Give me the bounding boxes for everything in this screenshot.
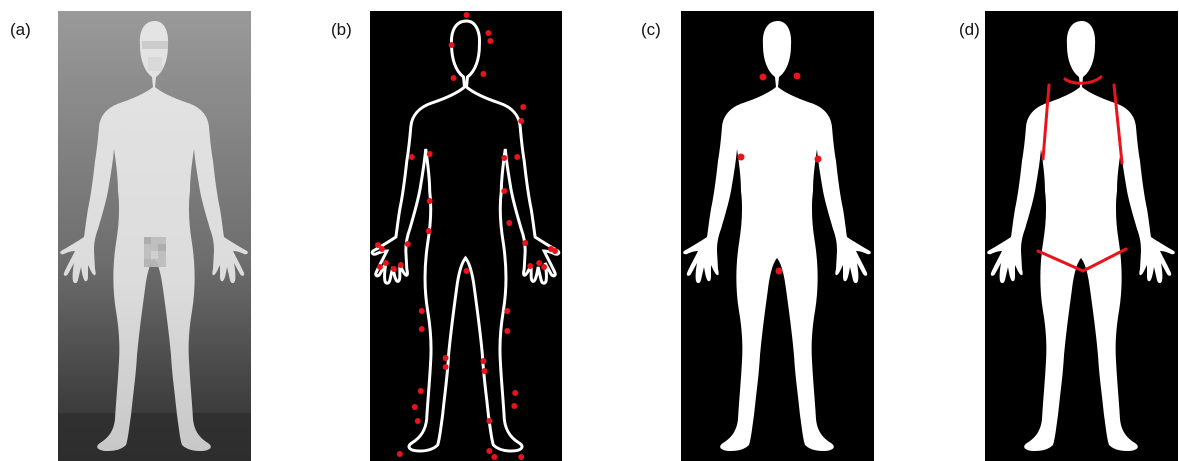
panel-b-contour-keypoints — [370, 11, 562, 461]
panel-d-label: (d) — [959, 20, 980, 40]
panel-a-label: (a) — [10, 20, 31, 40]
panel-c-silhouette-keypoints — [681, 11, 874, 461]
panel-c-label: (c) — [641, 20, 661, 40]
panel-b-label: (b) — [331, 20, 352, 40]
panel-d-silhouette-segmentation — [985, 11, 1178, 461]
panel-a-thermal-image — [58, 11, 251, 461]
